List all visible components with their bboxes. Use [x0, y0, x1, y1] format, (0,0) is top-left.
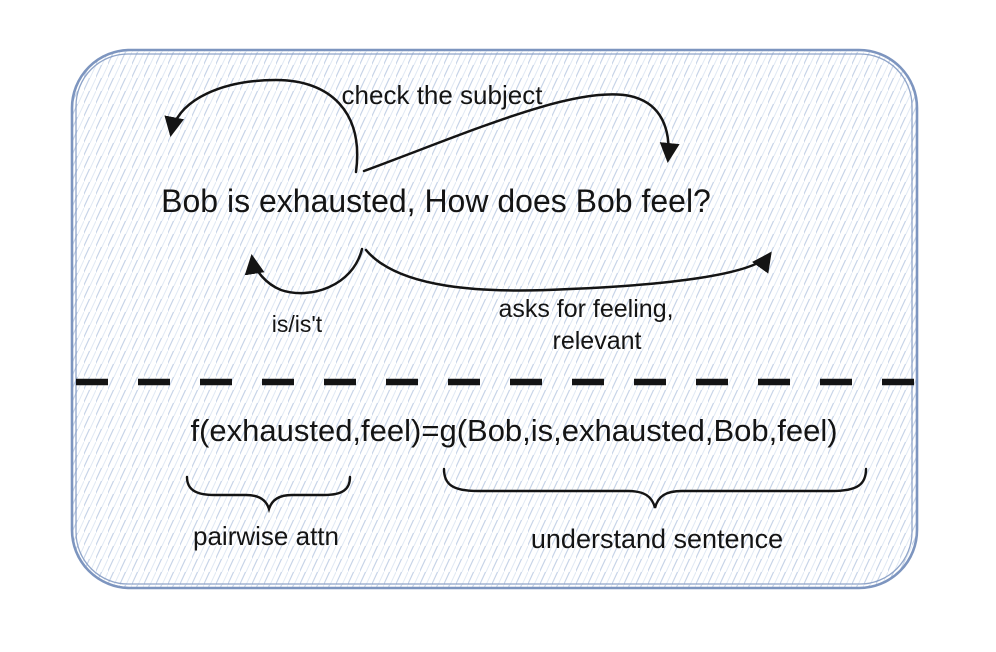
sketch-frame: [70, 48, 919, 590]
label-asks-for-feeling: asks for feeling,: [498, 295, 673, 323]
label-is-isnt: is/is't: [272, 311, 323, 337]
arrow-to-subject-bob: [164, 78, 359, 174]
arrow-feel-relation: [364, 248, 772, 292]
arrow-to-question-bob: [362, 93, 680, 173]
label-understand-sentence: understand sentence: [531, 524, 783, 554]
label-check-the-subject: check the subject: [342, 80, 544, 110]
formula-text: f(exhausted,feel)=g(Bob,is,exhausted,Bob…: [190, 413, 837, 448]
label-pairwise-attn: pairwise attn: [193, 521, 339, 551]
label-relevant: relevant: [553, 327, 642, 355]
sketch-frame-overstroke: [75, 53, 913, 585]
brace-pairwise: [185, 475, 352, 514]
arrow-is-relation: [244, 247, 364, 295]
brace-understand: [442, 467, 868, 509]
sentence-text: Bob is exhausted, How does Bob feel?: [161, 183, 711, 219]
